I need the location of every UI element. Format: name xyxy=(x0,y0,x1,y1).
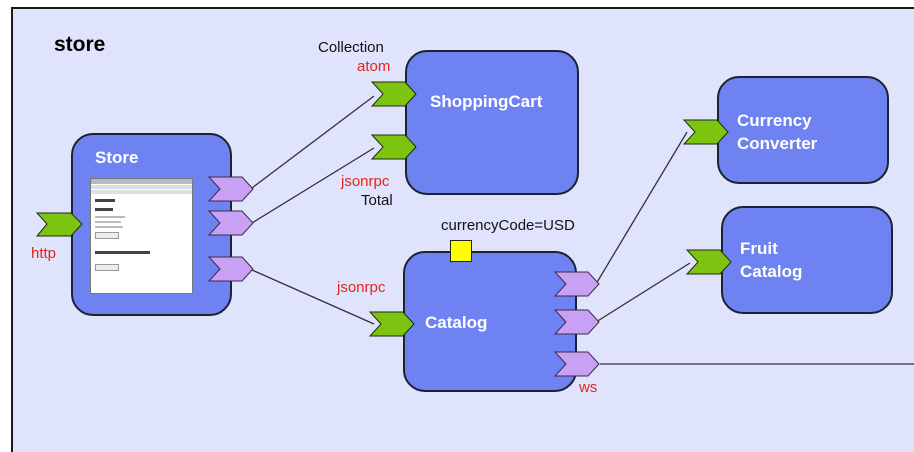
reference-catalog-ws xyxy=(553,351,600,377)
wire-store-to-cart-jsonrpc xyxy=(251,147,375,224)
reference-catalog-fruit xyxy=(553,309,600,335)
shopping-cart-label: ShoppingCart xyxy=(430,92,543,111)
store-preview-image xyxy=(90,178,193,294)
property-label-currency-code: currencyCode=USD xyxy=(441,217,575,234)
currency-converter-component[interactable] xyxy=(717,76,889,184)
shopping-cart-component[interactable] xyxy=(405,50,579,195)
reference-store-catalog xyxy=(207,256,254,282)
binding-label-ws: ws xyxy=(579,379,598,396)
fruit-catalog-label-line1: Fruit xyxy=(740,239,778,258)
store-label: Store xyxy=(95,148,139,167)
wire-catalog-to-currency xyxy=(595,131,688,285)
catalog-label: Catalog xyxy=(425,313,488,332)
service-cart-jsonrpc xyxy=(370,134,417,160)
reference-store-cart-atom xyxy=(207,176,254,202)
currency-converter-label-line2: Converter xyxy=(737,134,818,153)
reference-store-cart-jsonrpc xyxy=(207,210,254,236)
reference-label-collection: Collection xyxy=(318,39,384,56)
service-catalog-jsonrpc xyxy=(368,311,415,337)
catalog-component[interactable] xyxy=(403,251,577,392)
binding-label-jsonrpc-cart: jsonrpc xyxy=(341,173,390,190)
composite-title: store xyxy=(54,33,106,56)
binding-label-http: http xyxy=(31,245,57,262)
property-currency-code[interactable] xyxy=(450,240,472,262)
service-fruit-catalog xyxy=(685,249,732,275)
binding-label-jsonrpc-catalog: jsonrpc xyxy=(337,279,386,296)
binding-label-atom: atom xyxy=(357,58,391,75)
wire-catalog-to-fruit xyxy=(595,262,691,323)
reference-catalog-currency xyxy=(553,271,600,297)
reference-label-total: Total xyxy=(361,192,393,209)
currency-converter-label-line1: Currency xyxy=(737,111,812,130)
service-currency-converter xyxy=(682,119,729,145)
service-store-http xyxy=(35,212,83,237)
wire-store-to-catalog xyxy=(251,269,375,325)
service-cart-atom xyxy=(370,81,417,107)
wire-store-to-cart-atom xyxy=(251,95,375,189)
fruit-catalog-label-line2: Catalog xyxy=(740,262,803,281)
